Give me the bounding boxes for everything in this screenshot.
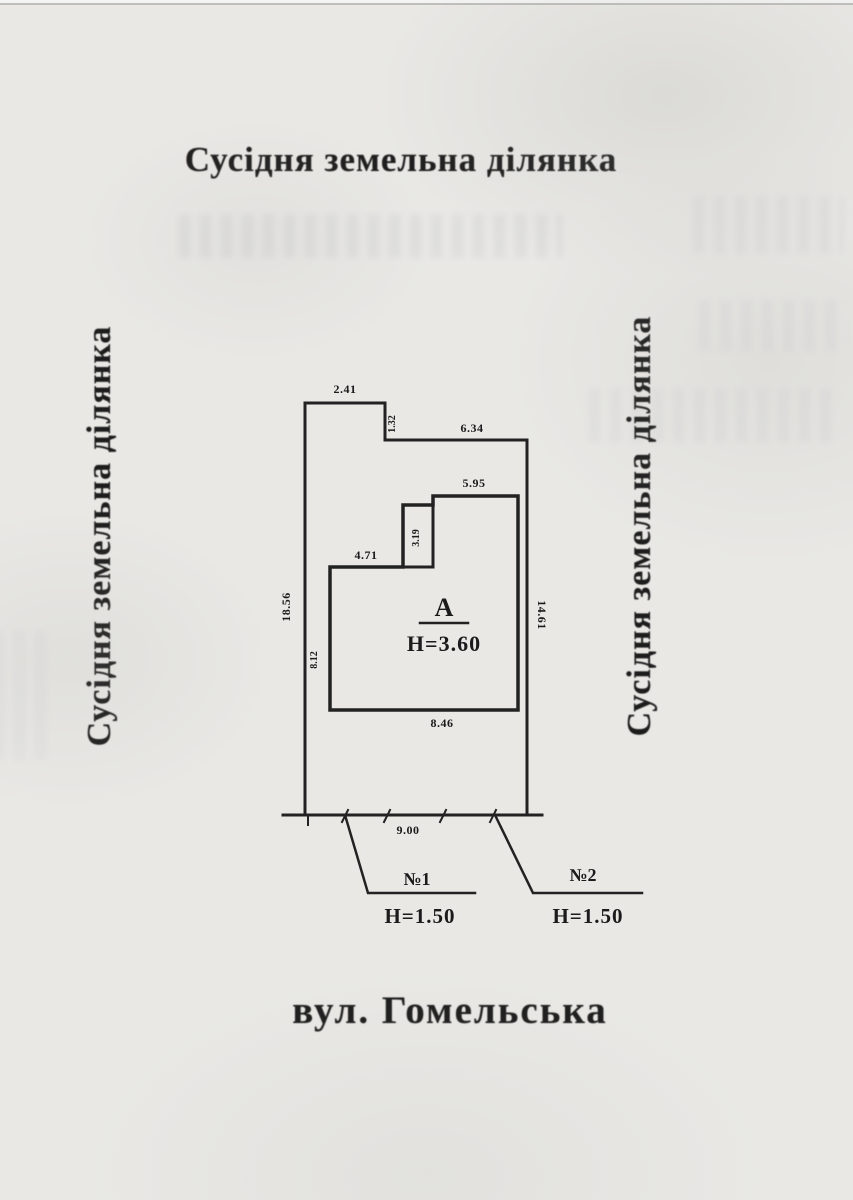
dim-left-side-label: 18.56 [279, 592, 293, 622]
building-notch-box [401, 503, 435, 569]
neighbor-plot-label-top: Сусідня земельна ділянка [184, 140, 618, 179]
bleed-through-artifact [178, 214, 563, 258]
bleed-through-artifact [0, 630, 47, 760]
dim-building-top-label: 5.95 [463, 476, 486, 490]
dim-top-right-label: 6.34 [461, 421, 484, 435]
scan-edge-line [0, 3, 853, 5]
dim-bottom-label: 9.00 [397, 823, 420, 837]
gate2-leader-line [493, 813, 644, 895]
gate2-height-label: Н=1.50 [552, 904, 623, 928]
street-label: вул. Гомельська [292, 989, 608, 1032]
neighbor-plot-label-left: Сусідня земельна ділянка [81, 325, 118, 747]
building-height-label: Н=3.60 [407, 631, 481, 656]
bleed-through-artifact [698, 300, 846, 352]
dim-right-side-label: 14.61 [535, 600, 549, 630]
gate1-height-label: Н=1.50 [384, 904, 455, 928]
gate1-leader-line [343, 813, 477, 895]
plot-boundary [303, 401, 529, 817]
gate2-number-label: №2 [569, 865, 596, 885]
dim-top-notch-label: 1.32 [387, 415, 398, 433]
dim-left-inner-label: 8.12 [309, 651, 320, 669]
dim-building-topleft-label: 4.71 [355, 548, 378, 562]
gate1-number-label: №1 [403, 869, 430, 889]
dim-top-label: 2.41 [334, 382, 357, 396]
dim-building-notch-label: 3.19 [411, 529, 422, 547]
dim-building-bottom-label: 8.46 [431, 716, 454, 730]
building-outline [328, 494, 520, 712]
scan-edge-artifact [0, 0, 853, 3]
site-plan-drawing: 2.41 1.32 6.34 5.95 4.71 3.19 18.56 8.12… [279, 382, 644, 928]
building-letter-label: А [435, 593, 454, 622]
bleed-through-artifact [692, 196, 844, 254]
